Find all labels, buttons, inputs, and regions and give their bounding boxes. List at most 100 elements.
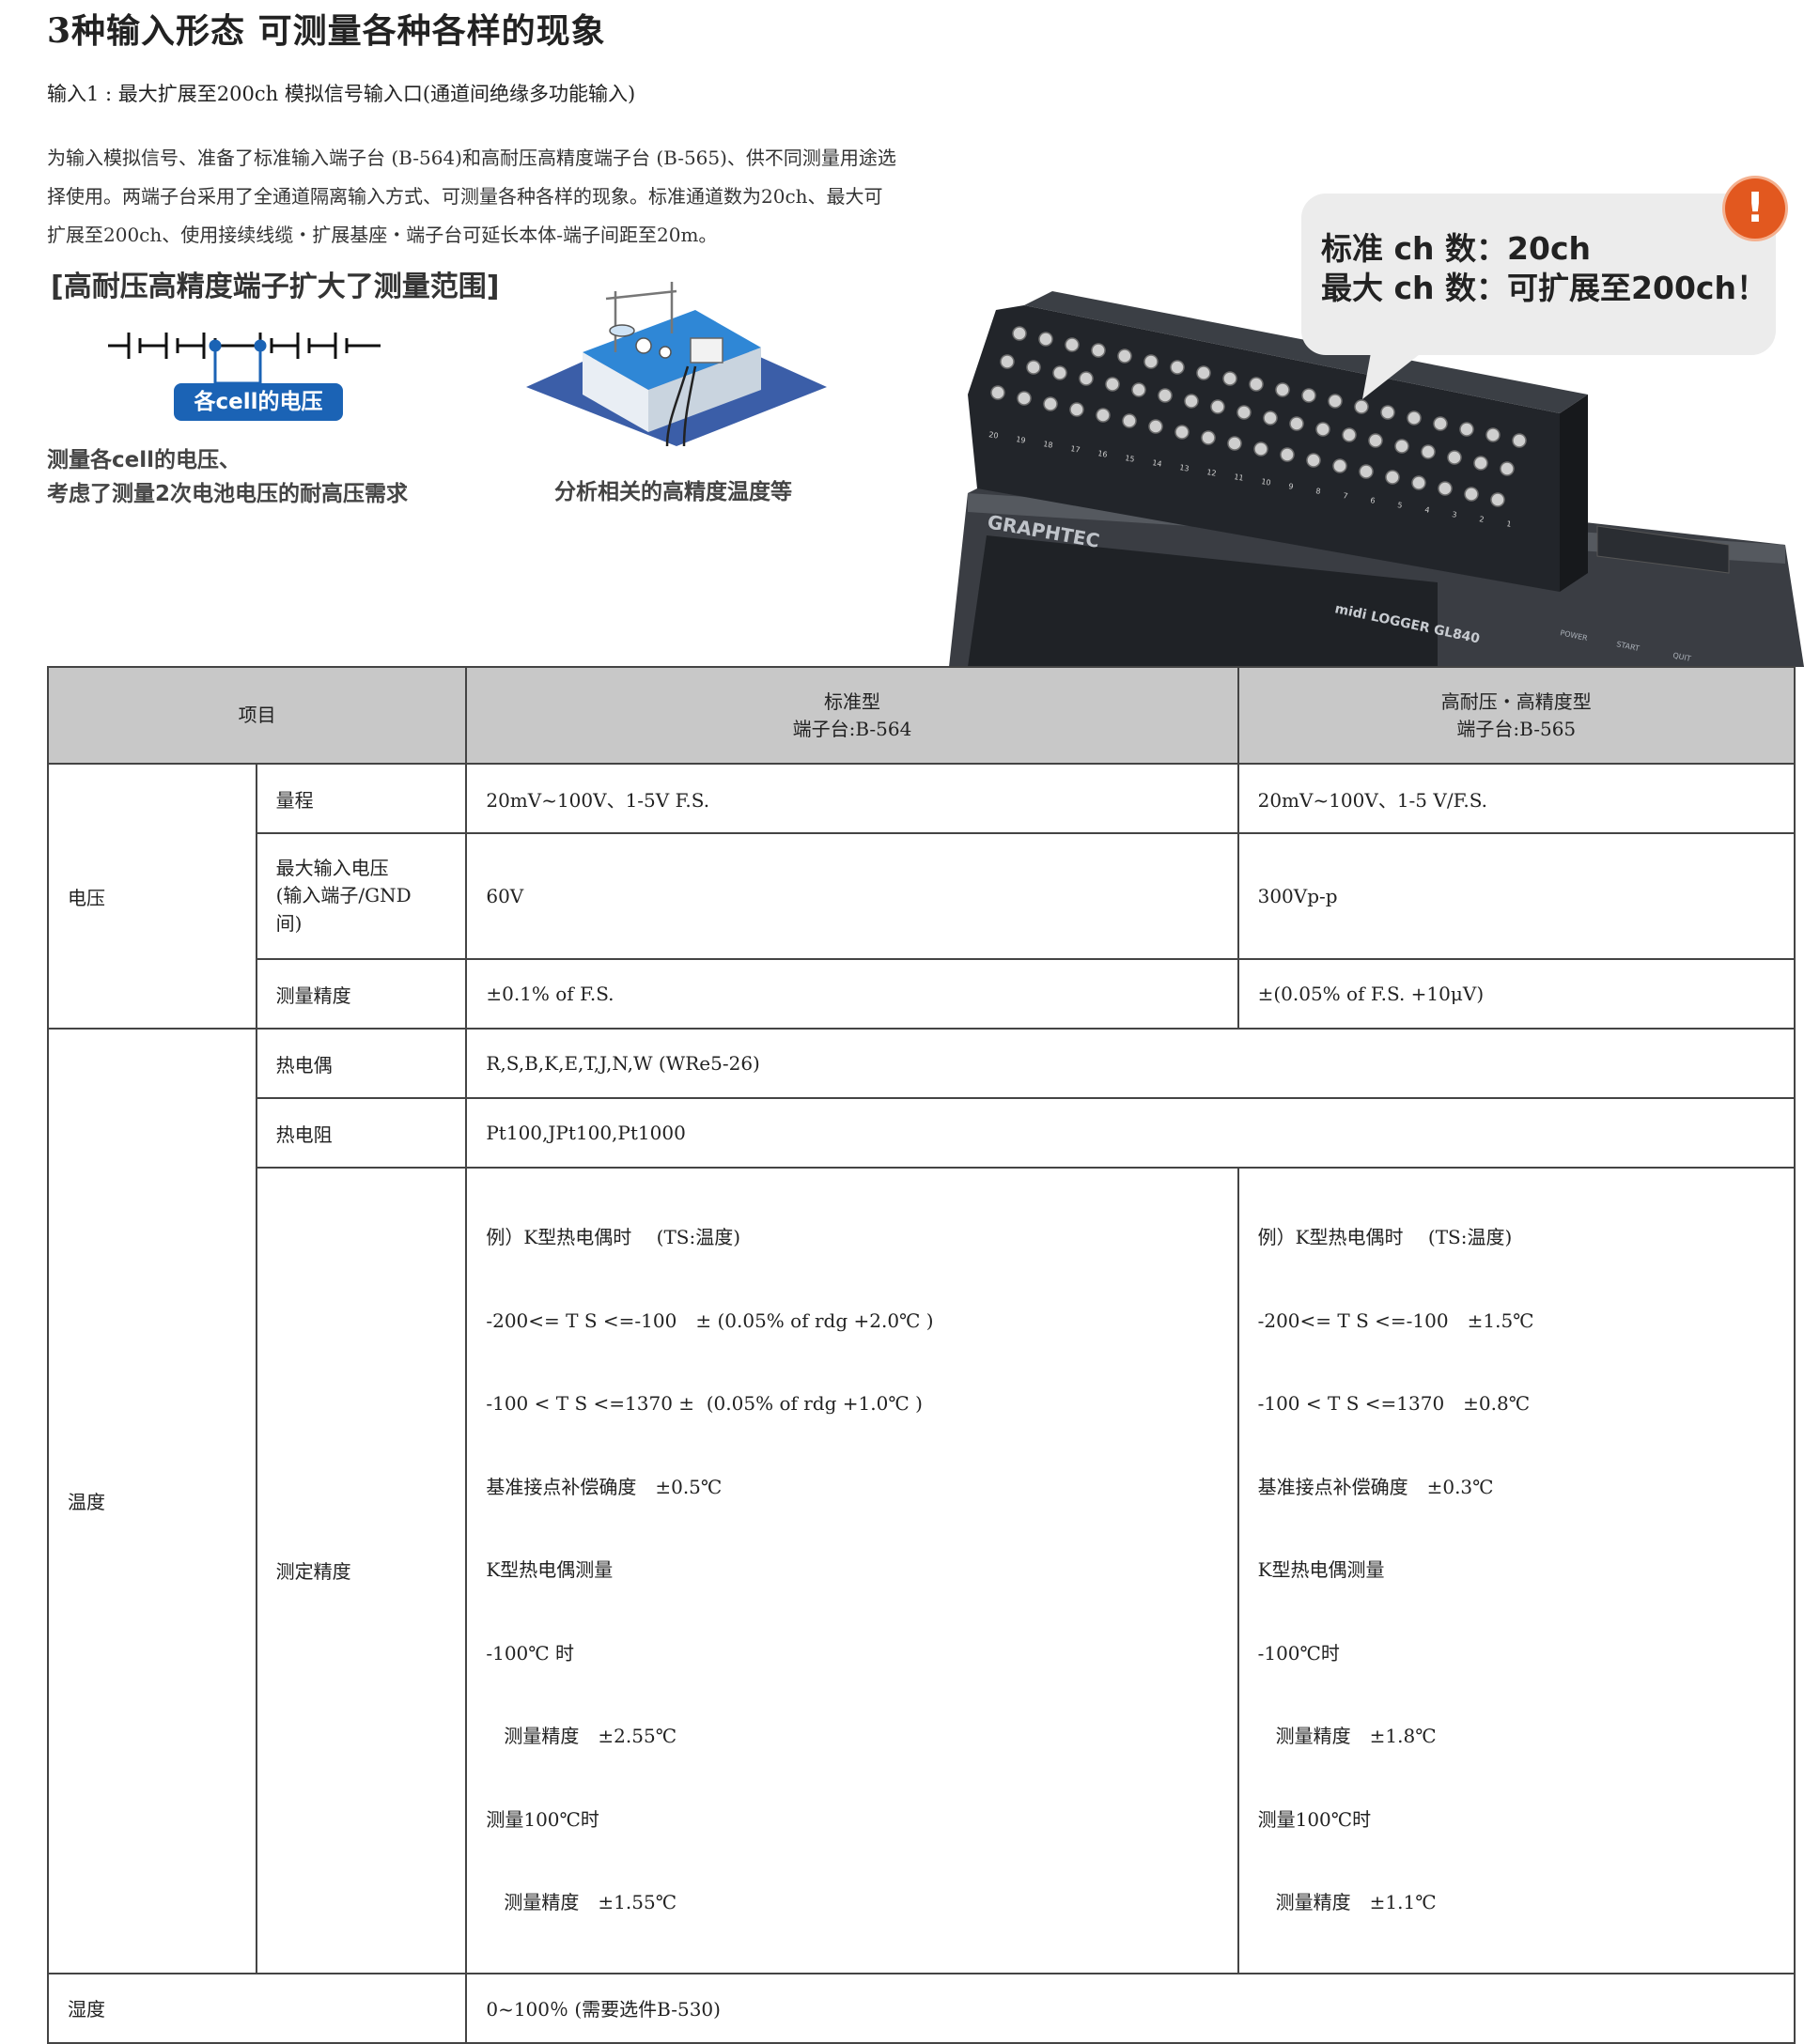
- accuracy-line: K型热电偶测量: [486, 1558, 614, 1581]
- accuracy-line: 例）K型热电偶时 (TS:温度): [486, 1226, 741, 1248]
- row-label: 量程: [255, 763, 468, 834]
- caption-line: 测量各cell的电压、: [47, 448, 241, 472]
- accuracy-line: -100 < T S <=1370 ±0.8℃: [1257, 1392, 1531, 1415]
- cell-standard: 60V: [465, 832, 1239, 960]
- accuracy-line: 测量精度 ±2.55℃: [486, 1725, 677, 1747]
- section-subheading: 输入1 : 最大扩展至200ch 模拟信号输入口(通道间绝缘多功能输入): [47, 83, 636, 105]
- table-row: 电压 量程 20mV~100V、1-5V F.S. 20mV~100V、1-5 …: [47, 763, 1796, 1030]
- page-title: 3种输入形态 可测量各种各样的现象: [47, 11, 606, 51]
- accuracy-line: 测量精度 ±1.8℃: [1257, 1725, 1437, 1747]
- table-row: 热电阻 Pt100,JPt100,Pt1000: [48, 1097, 1796, 1169]
- terminal-number: 2: [1479, 515, 1485, 524]
- table-row: 最大输入电压 (输入端子/GND 间) 60V 300Vp-p: [48, 832, 1796, 960]
- label-line: 间): [275, 911, 303, 935]
- cell-value: 0~100％ (需要选件B-530): [465, 1972, 1796, 2044]
- terminal-number: 6: [1370, 496, 1376, 505]
- group-humidity: 湿度: [46, 1972, 468, 2044]
- header-line: 端子台:B-564: [792, 717, 912, 740]
- accuracy-line: 基准接点补偿确度 ±0.5℃: [486, 1475, 723, 1498]
- cell-voltage-badge: 各cell的电压: [174, 383, 343, 421]
- table-header-row: 项目 标准型 端子台:B-564 高耐压・高精度型 端子台:B-565: [46, 666, 1796, 765]
- caption-line: 考虑了测量2次电池电压的耐高压需求: [47, 482, 409, 506]
- header-standard: 标准型 端子台:B-564: [465, 666, 1239, 765]
- callout-line-max: 最大 ch 数：可扩展至200ch！: [1321, 270, 1767, 306]
- cell-value: Pt100,JPt100,Pt1000: [465, 1097, 1796, 1169]
- cell-high: 例）K型热电偶时 (TS:温度) -200<= T S <=-100 ±1.5℃…: [1236, 1167, 1796, 1974]
- terminal-number: 12: [1206, 468, 1218, 478]
- callout-bubble: [1301, 194, 1776, 355]
- terminal-number: 5: [1397, 501, 1404, 510]
- header-line: 高耐压・高精度型: [1440, 689, 1592, 713]
- table-row: 测量精度 ±0.1% of F.S. ±(0.05% of F.S. +10μV…: [48, 958, 1796, 1030]
- header-high: 高耐压・高精度型 端子台:B-565: [1236, 666, 1796, 765]
- cell-value: R,S,B,K,E,T,J,N,W (WRe5-26): [465, 1028, 1796, 1099]
- callout-bubble-tail: [1362, 348, 1428, 399]
- cell-high: 300Vp-p: [1236, 832, 1796, 960]
- terminal-number: 7: [1343, 491, 1349, 501]
- accuracy-line: -100 < T S <=1370 ± (0.05% of rdg +1.0℃ …: [486, 1392, 923, 1415]
- accuracy-line: 测量精度 ±1.1℃: [1257, 1891, 1437, 1913]
- terminal-number-labels: 20 19 18 17 16 15 14 13 12 11 10 9 8 7 6…: [988, 430, 1513, 529]
- group-temperature: 温度: [47, 1028, 257, 1974]
- terminal-number: 3: [1452, 510, 1458, 519]
- accuracy-line: 测量100℃时: [486, 1807, 599, 1831]
- lab-bench-illustration: [526, 282, 827, 447]
- terminal-number: 18: [1043, 440, 1054, 450]
- label-line: (输入端子/GND: [275, 884, 412, 907]
- intro-line: 为输入模拟信号、准备了标准输入端子台 (B-564)和高耐压高精度端子台 (B-…: [47, 147, 896, 169]
- terminal-number: 16: [1097, 449, 1109, 459]
- row-label: 热电偶: [255, 1028, 468, 1099]
- left-caption: 测量各cell的电压、 考虑了测量2次电池电压的耐高压需求: [47, 443, 408, 511]
- accuracy-line: K型热电偶测量: [1257, 1558, 1385, 1581]
- battery-cells-diagram: [108, 333, 381, 385]
- accuracy-line: 测量100℃时: [1257, 1807, 1372, 1831]
- intro-line: 择使用。两端子台采用了全通道隔离输入方式、可测量各种各样的现象。标准通道数为20…: [47, 185, 883, 208]
- terminal-number: 14: [1152, 458, 1163, 469]
- table-row: 温度 热电偶 R,S,B,K,E,T,J,N,W (WRe5-26): [47, 1028, 1796, 1974]
- label-line: 最大输入电压: [275, 856, 389, 879]
- row-label: 最大输入电压 (输入端子/GND 间): [255, 832, 468, 960]
- cell-standard: ±0.1% of F.S.: [465, 958, 1239, 1030]
- accuracy-line: -200<= T S <=-100 ±1.5℃: [1257, 1308, 1534, 1332]
- header-item: 项目: [46, 666, 468, 765]
- row-label: 测量精度: [255, 958, 468, 1030]
- spec-table: 项目 标准型 端子台:B-564 高耐压・高精度型 端子台:B-565 电压 量…: [46, 666, 1796, 2044]
- terminal-number: 11: [1234, 472, 1245, 483]
- quit-label: QUIT: [1672, 651, 1692, 663]
- terminal-number: 20: [988, 430, 1000, 441]
- accuracy-line: -100℃时: [1257, 1641, 1340, 1665]
- callout-text: 标准 ch 数：20ch 最大 ch 数：可扩展至200ch！: [1321, 229, 1767, 308]
- terminal-number: 10: [1261, 477, 1272, 488]
- header-line: 标准型: [823, 689, 880, 713]
- accuracy-line: 基准接点补偿确度 ±0.3℃: [1257, 1475, 1494, 1498]
- callout-line-standard: 标准 ch 数：20ch: [1321, 230, 1592, 267]
- row-label: 热电阻: [255, 1097, 468, 1169]
- accuracy-line: -200<= T S <=-100 ± (0.05% of rdg +2.0℃ …: [486, 1308, 934, 1332]
- header-line: 端子台:B-565: [1456, 717, 1577, 740]
- group-voltage: 电压: [47, 763, 257, 1030]
- accuracy-line: 测量精度 ±1.55℃: [486, 1891, 677, 1913]
- terminal-number: 4: [1424, 505, 1431, 515]
- terminal-number: 19: [1016, 435, 1027, 445]
- cell-standard: 例）K型热电偶时 (TS:温度) -200<= T S <=-100 ± (0.…: [465, 1167, 1239, 1974]
- accuracy-line: 例）K型热电偶时 (TS:温度): [1257, 1226, 1513, 1248]
- terminal-number: 17: [1070, 444, 1081, 455]
- accuracy-line: -100℃ 时: [486, 1641, 575, 1665]
- terminal-screws: [990, 326, 1527, 507]
- terminal-number: 15: [1125, 454, 1136, 464]
- exclamation-icon: !: [1725, 178, 1785, 239]
- terminal-number: 13: [1179, 463, 1190, 473]
- table-row: 测定精度 例）K型热电偶时 (TS:温度) -200<= T S <=-100 …: [48, 1167, 1796, 1974]
- terminal-number: 9: [1288, 482, 1295, 491]
- right-caption: 分析相关的高精度温度等: [554, 480, 792, 504]
- row-label: 测定精度: [255, 1167, 468, 1974]
- illustration-title: [高耐压高精度端子扩大了测量范围]: [51, 271, 500, 303]
- terminal-number: 8: [1315, 487, 1322, 496]
- cell-standard: 20mV~100V、1-5V F.S.: [465, 763, 1239, 834]
- cell-high: ±(0.05% of F.S. +10μV): [1236, 958, 1796, 1030]
- cell-high: 20mV~100V、1-5 V/F.S.: [1236, 763, 1796, 834]
- intro-paragraph: 为输入模拟信号、准备了标准输入端子台 (B-564)和高耐压高精度端子台 (B-…: [47, 139, 949, 255]
- terminal-number: 1: [1506, 519, 1513, 529]
- data-logger-device: 20 19 18 17 16 15 14 13 12 11 10 9 8 7 6…: [949, 291, 1804, 667]
- table-row: 湿度 0~100％ (需要选件B-530): [46, 1972, 1796, 2044]
